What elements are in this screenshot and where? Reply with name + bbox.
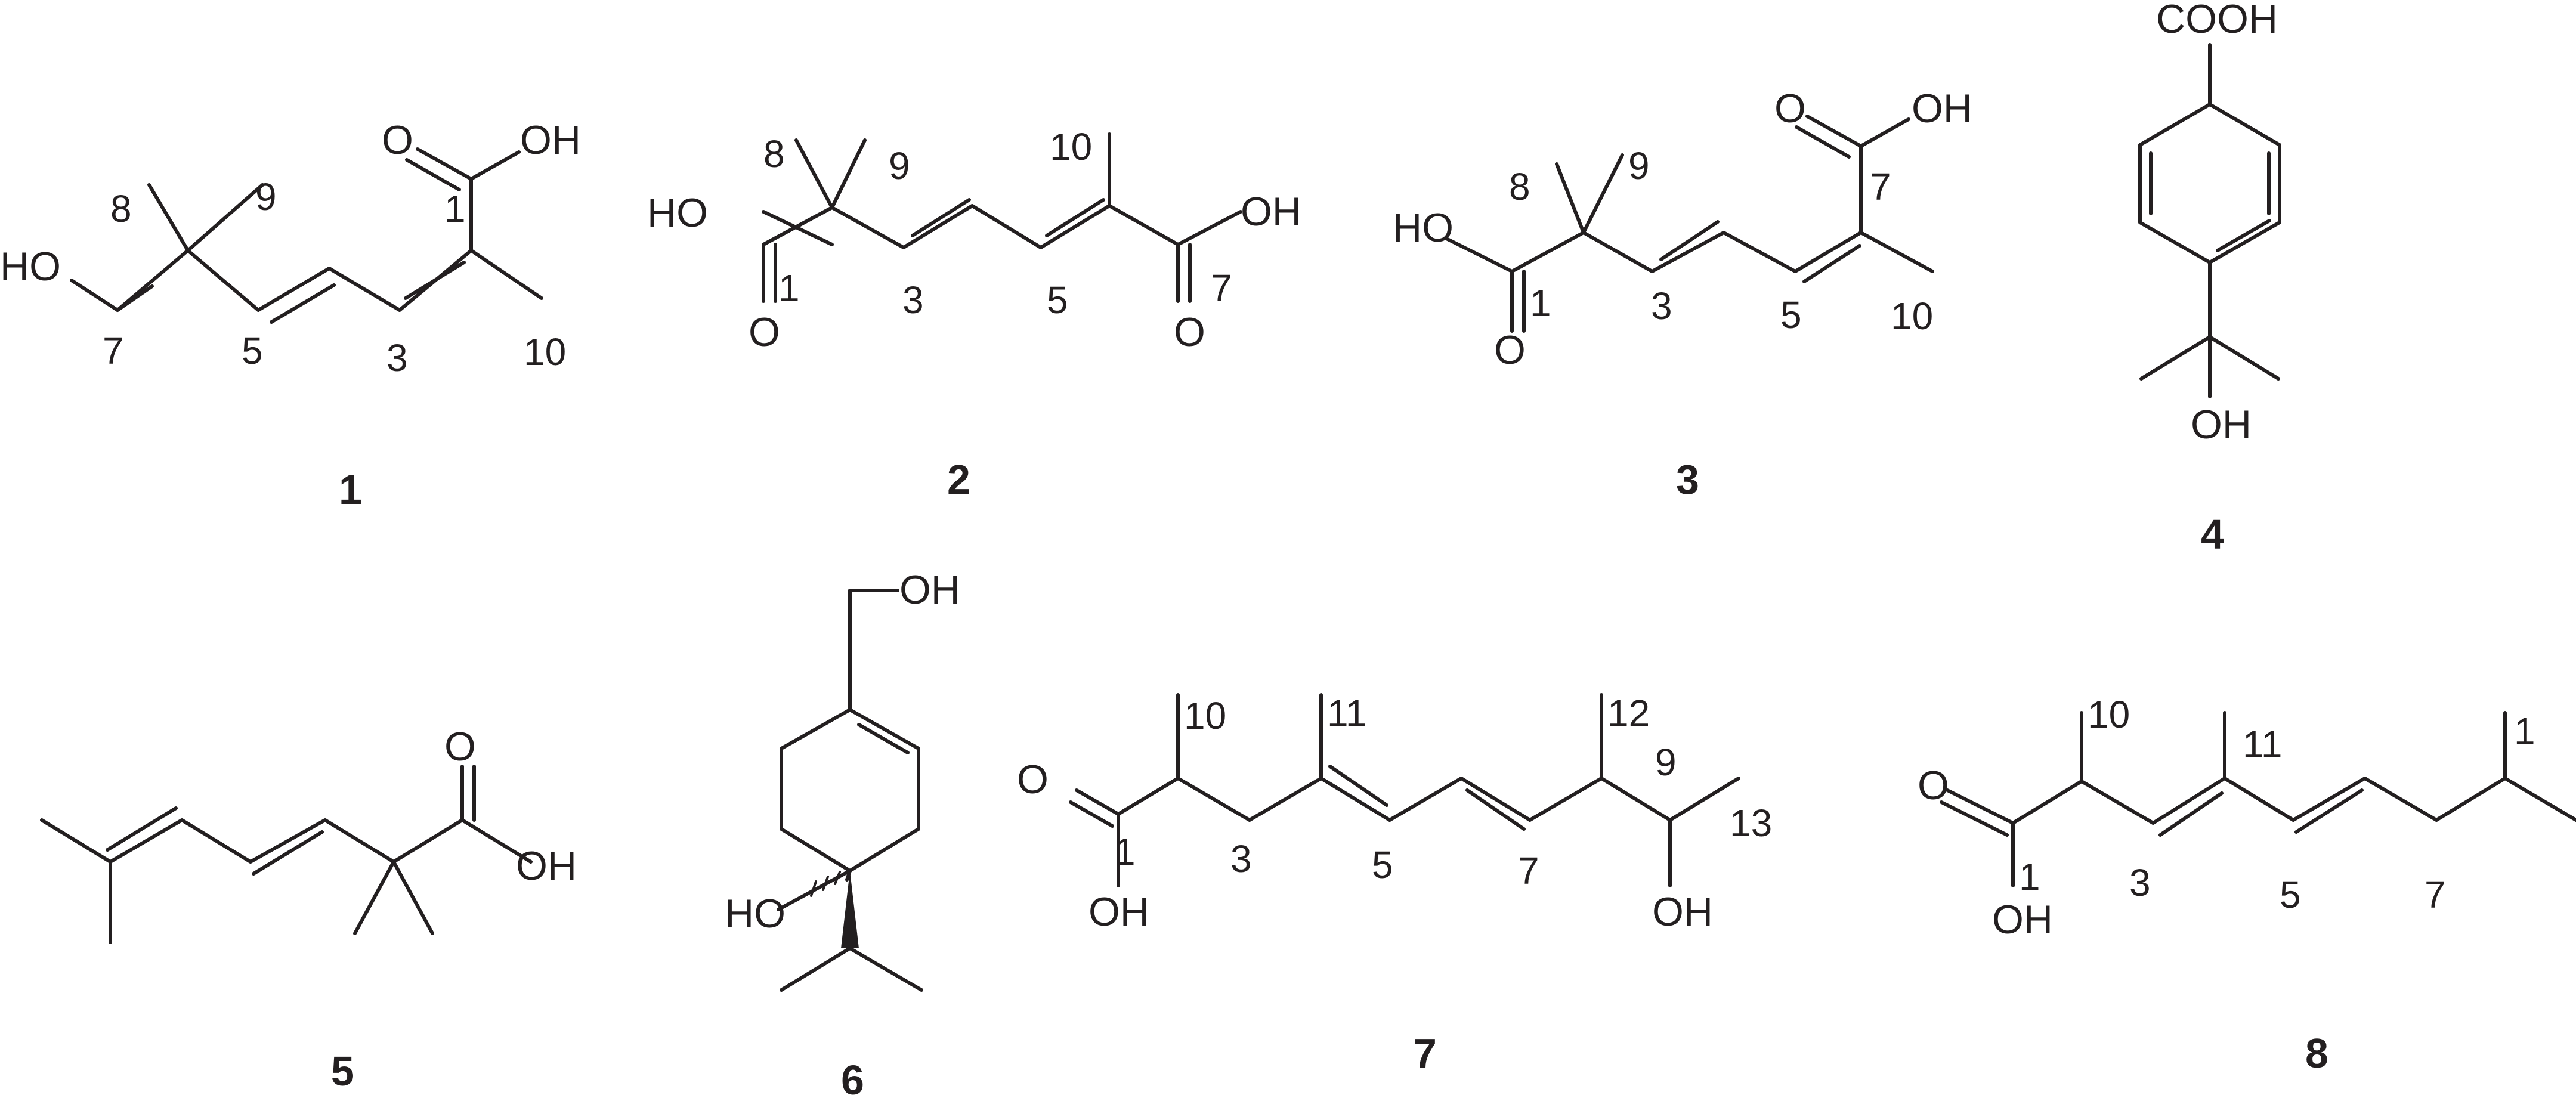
compound-5-oh: OH (516, 843, 577, 889)
compound-3-o-left: O (1494, 327, 1526, 373)
compound-1-oh-acid: OH (520, 117, 581, 163)
compound-6-wedge-bond (841, 871, 859, 948)
compound-7-c11: 11 (1327, 692, 1366, 735)
compound-8-o: O (1918, 763, 1949, 808)
compound-3-c7: 7 (1870, 165, 1891, 208)
compound-2-c5: 5 (1047, 279, 1068, 321)
compound-1-c1: 1 (444, 187, 466, 230)
compound-6-label: 6 (841, 1057, 864, 1098)
compound-2-o-right: O (1174, 310, 1205, 355)
compound-3-c9: 9 (1628, 144, 1650, 187)
compound-6: OH HO 6 (725, 567, 960, 1098)
compound-3-c10: 10 (1891, 295, 1933, 338)
compound-7-c9: 9 (1655, 741, 1677, 784)
compound-7-c3: 3 (1230, 837, 1252, 880)
compound-8-c3: 3 (2129, 861, 2151, 904)
compound-8-bonds (1940, 711, 2576, 887)
compound-2-bonds (762, 132, 1242, 303)
compound-7-o: O (1017, 757, 1049, 802)
compound-3: HO O O OH 1 3 5 7 8 9 10 3 (1393, 86, 1972, 503)
compound-6-oh: OH (899, 567, 960, 613)
compound-4-bonds (2138, 43, 2281, 398)
compound-2: HO O OH O 1 3 5 7 8 9 10 2 (647, 125, 1301, 503)
compound-8-c1b: 1 (2514, 710, 2535, 753)
compound-1-c3: 3 (386, 336, 408, 379)
compound-2-c8: 8 (763, 132, 785, 175)
compound-1-c5: 5 (242, 329, 263, 372)
compound-5: O OH 5 (40, 724, 577, 1094)
compound-2-o-left: O (749, 310, 780, 355)
compound-1-c10: 10 (524, 330, 566, 373)
compound-6-ho: HO (725, 891, 786, 936)
compound-1-ho: HO (0, 244, 61, 289)
compound-3-label: 3 (1676, 456, 1699, 503)
compound-3-ho: HO (1393, 205, 1454, 250)
compound-5-bonds (40, 765, 533, 944)
compound-7-c5: 5 (1372, 843, 1393, 886)
compound-2-ho: HO (647, 190, 708, 236)
compound-4-label: 4 (2201, 511, 2224, 558)
compound-7-c13: 13 (1730, 802, 1772, 845)
compound-3-c5: 5 (1780, 293, 1802, 336)
compound-8-c5: 5 (2280, 873, 2301, 916)
compound-7-oh-acid: OH (1088, 889, 1149, 935)
compound-3-oh-top: OH (1912, 86, 1972, 131)
compound-6-hash-bond (810, 871, 841, 897)
compound-2-c3: 3 (902, 279, 924, 321)
compound-1-c9: 9 (255, 175, 277, 218)
compound-7-c7: 7 (1518, 849, 1539, 892)
compound-1-o-acid: O (382, 117, 413, 163)
compound-8: O OH 1 3 5 7 10 11 1 8 (1918, 693, 2576, 1077)
compound-1-label: 1 (339, 466, 362, 513)
compound-5-o: O (444, 724, 476, 769)
compound-2-c10: 10 (1050, 125, 1092, 168)
compound-2-label: 2 (947, 456, 970, 503)
compound-8-c11: 11 (2243, 723, 2282, 766)
compound-2-c1: 1 (778, 267, 800, 310)
compound-7-c1: 1 (1114, 830, 1136, 873)
compound-1: O OH HO 1 3 5 7 8 9 10 1 (0, 117, 581, 513)
compound-2-c9: 9 (889, 144, 910, 187)
compound-7-c10: 10 (1184, 694, 1226, 737)
compound-8-c1: 1 (2019, 855, 2040, 898)
compound-7: O OH OH 1 3 5 7 9 10 11 12 13 7 (1017, 692, 1772, 1077)
compound-3-c1: 1 (1530, 282, 1551, 324)
compound-7-oh: OH (1652, 889, 1713, 935)
compound-7-label: 7 (1414, 1030, 1437, 1077)
compound-7-c12: 12 (1607, 692, 1650, 735)
compound-4: COOH OH 4 (2138, 0, 2281, 558)
compound-4-cooh: COOH (2156, 0, 2278, 42)
compound-2-c7: 7 (1211, 267, 1232, 310)
compound-1-c7: 7 (103, 329, 124, 372)
compound-4-oh: OH (2191, 402, 2252, 447)
compound-3-bonds (1445, 115, 1934, 333)
compound-8-label: 8 (2305, 1030, 2328, 1077)
compound-5-label: 5 (331, 1048, 354, 1094)
compound-8-oh: OH (1992, 897, 2053, 942)
compound-3-c3: 3 (1651, 284, 1672, 327)
compound-8-c10: 10 (2088, 693, 2130, 736)
compound-3-c8: 8 (1509, 165, 1530, 208)
compound-1-c8: 8 (110, 187, 132, 230)
compound-2-oh: OH (1241, 189, 1301, 234)
compound-8-c7: 7 (2425, 873, 2446, 916)
compound-7-bonds (1069, 693, 1740, 887)
compound-3-o-top: O (1774, 86, 1806, 131)
compound-1-bonds (70, 147, 543, 324)
